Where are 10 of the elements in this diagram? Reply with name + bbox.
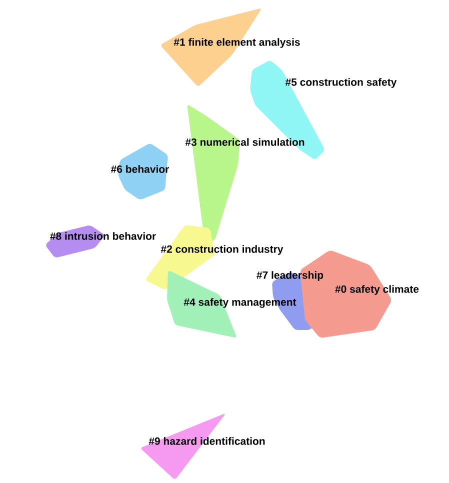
cluster-label: #0 safety climate <box>335 285 419 295</box>
cluster-label: #9 hazard identification <box>148 437 265 445</box>
cluster-label: #8 intrusion behavior <box>50 232 156 240</box>
cluster-label: #5 construction safety <box>285 78 397 88</box>
cluster-label: #2 construction industry <box>160 245 284 255</box>
cluster-label: #3 numerical simulation <box>185 138 304 146</box>
cluster-label: #4 safety management <box>184 298 296 308</box>
cluster-label: #1 finite element analysis <box>174 38 300 48</box>
cluster-label: #6 behavior <box>111 165 169 173</box>
cluster-label: #7 leadership <box>256 271 324 281</box>
